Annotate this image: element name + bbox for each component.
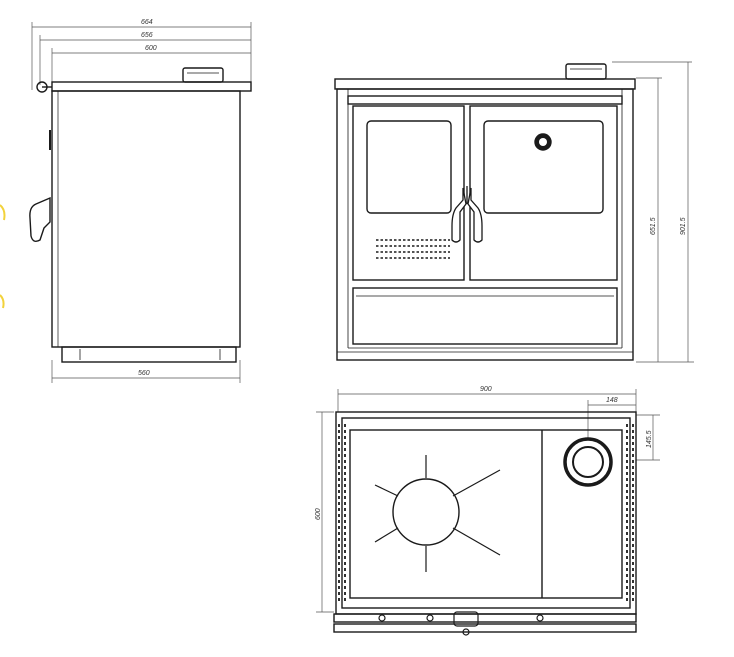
front-flue-collar <box>565 63 607 80</box>
front-knobs <box>378 611 544 636</box>
top-dim-depth: 600 <box>315 508 322 520</box>
right-towel-rail <box>626 424 634 604</box>
hob-plate-outer <box>335 411 637 615</box>
front-frame <box>336 88 634 361</box>
front-dimension-lines <box>612 61 694 363</box>
side-plinth <box>61 346 237 363</box>
side-dim-overall: 664 <box>141 19 153 26</box>
cooktop-plate <box>349 429 623 599</box>
side-view: 664 656 600 560 <box>0 19 252 383</box>
hob-plate-inner <box>341 417 631 609</box>
firebox-door-window <box>366 120 452 214</box>
side-dim-mid: 656 <box>141 32 153 39</box>
top-dim-flue-depth: 145.5 <box>646 430 653 448</box>
side-top-plate <box>51 81 252 92</box>
front-dim-oven-height: 651.5 <box>650 217 657 235</box>
oven-door <box>469 105 618 281</box>
front-dim-total-height: 901.5 <box>680 217 687 235</box>
burner-ring <box>392 478 460 546</box>
front-door-handles <box>451 186 483 243</box>
front-rail-lower <box>333 623 637 633</box>
ashpan-drawer <box>352 287 618 345</box>
left-towel-rail <box>338 424 346 604</box>
flue-outlet-outer <box>563 437 613 487</box>
burner-rays <box>374 455 501 572</box>
top-view: 900 148 145.5 600 <box>315 386 660 636</box>
side-dimension-lines <box>31 22 252 383</box>
top-dimension-lines <box>316 389 660 613</box>
side-dim-base: 560 <box>138 370 150 377</box>
side-door-handle <box>29 196 51 243</box>
front-rail <box>333 613 637 623</box>
front-top-plate <box>334 78 636 90</box>
oven-door-window <box>483 120 604 214</box>
air-vent-grille <box>376 239 450 259</box>
side-body <box>51 90 241 348</box>
top-dim-width: 900 <box>480 386 492 393</box>
front-view: 651.5 901.5 <box>334 61 694 363</box>
firebox-door <box>352 105 465 281</box>
flue-outlet-inner <box>572 446 604 478</box>
side-dim-body: 600 <box>145 45 157 52</box>
top-dim-flue-offset: 148 <box>606 397 618 404</box>
front-frieze <box>347 95 623 105</box>
side-flue-collar <box>182 67 224 83</box>
